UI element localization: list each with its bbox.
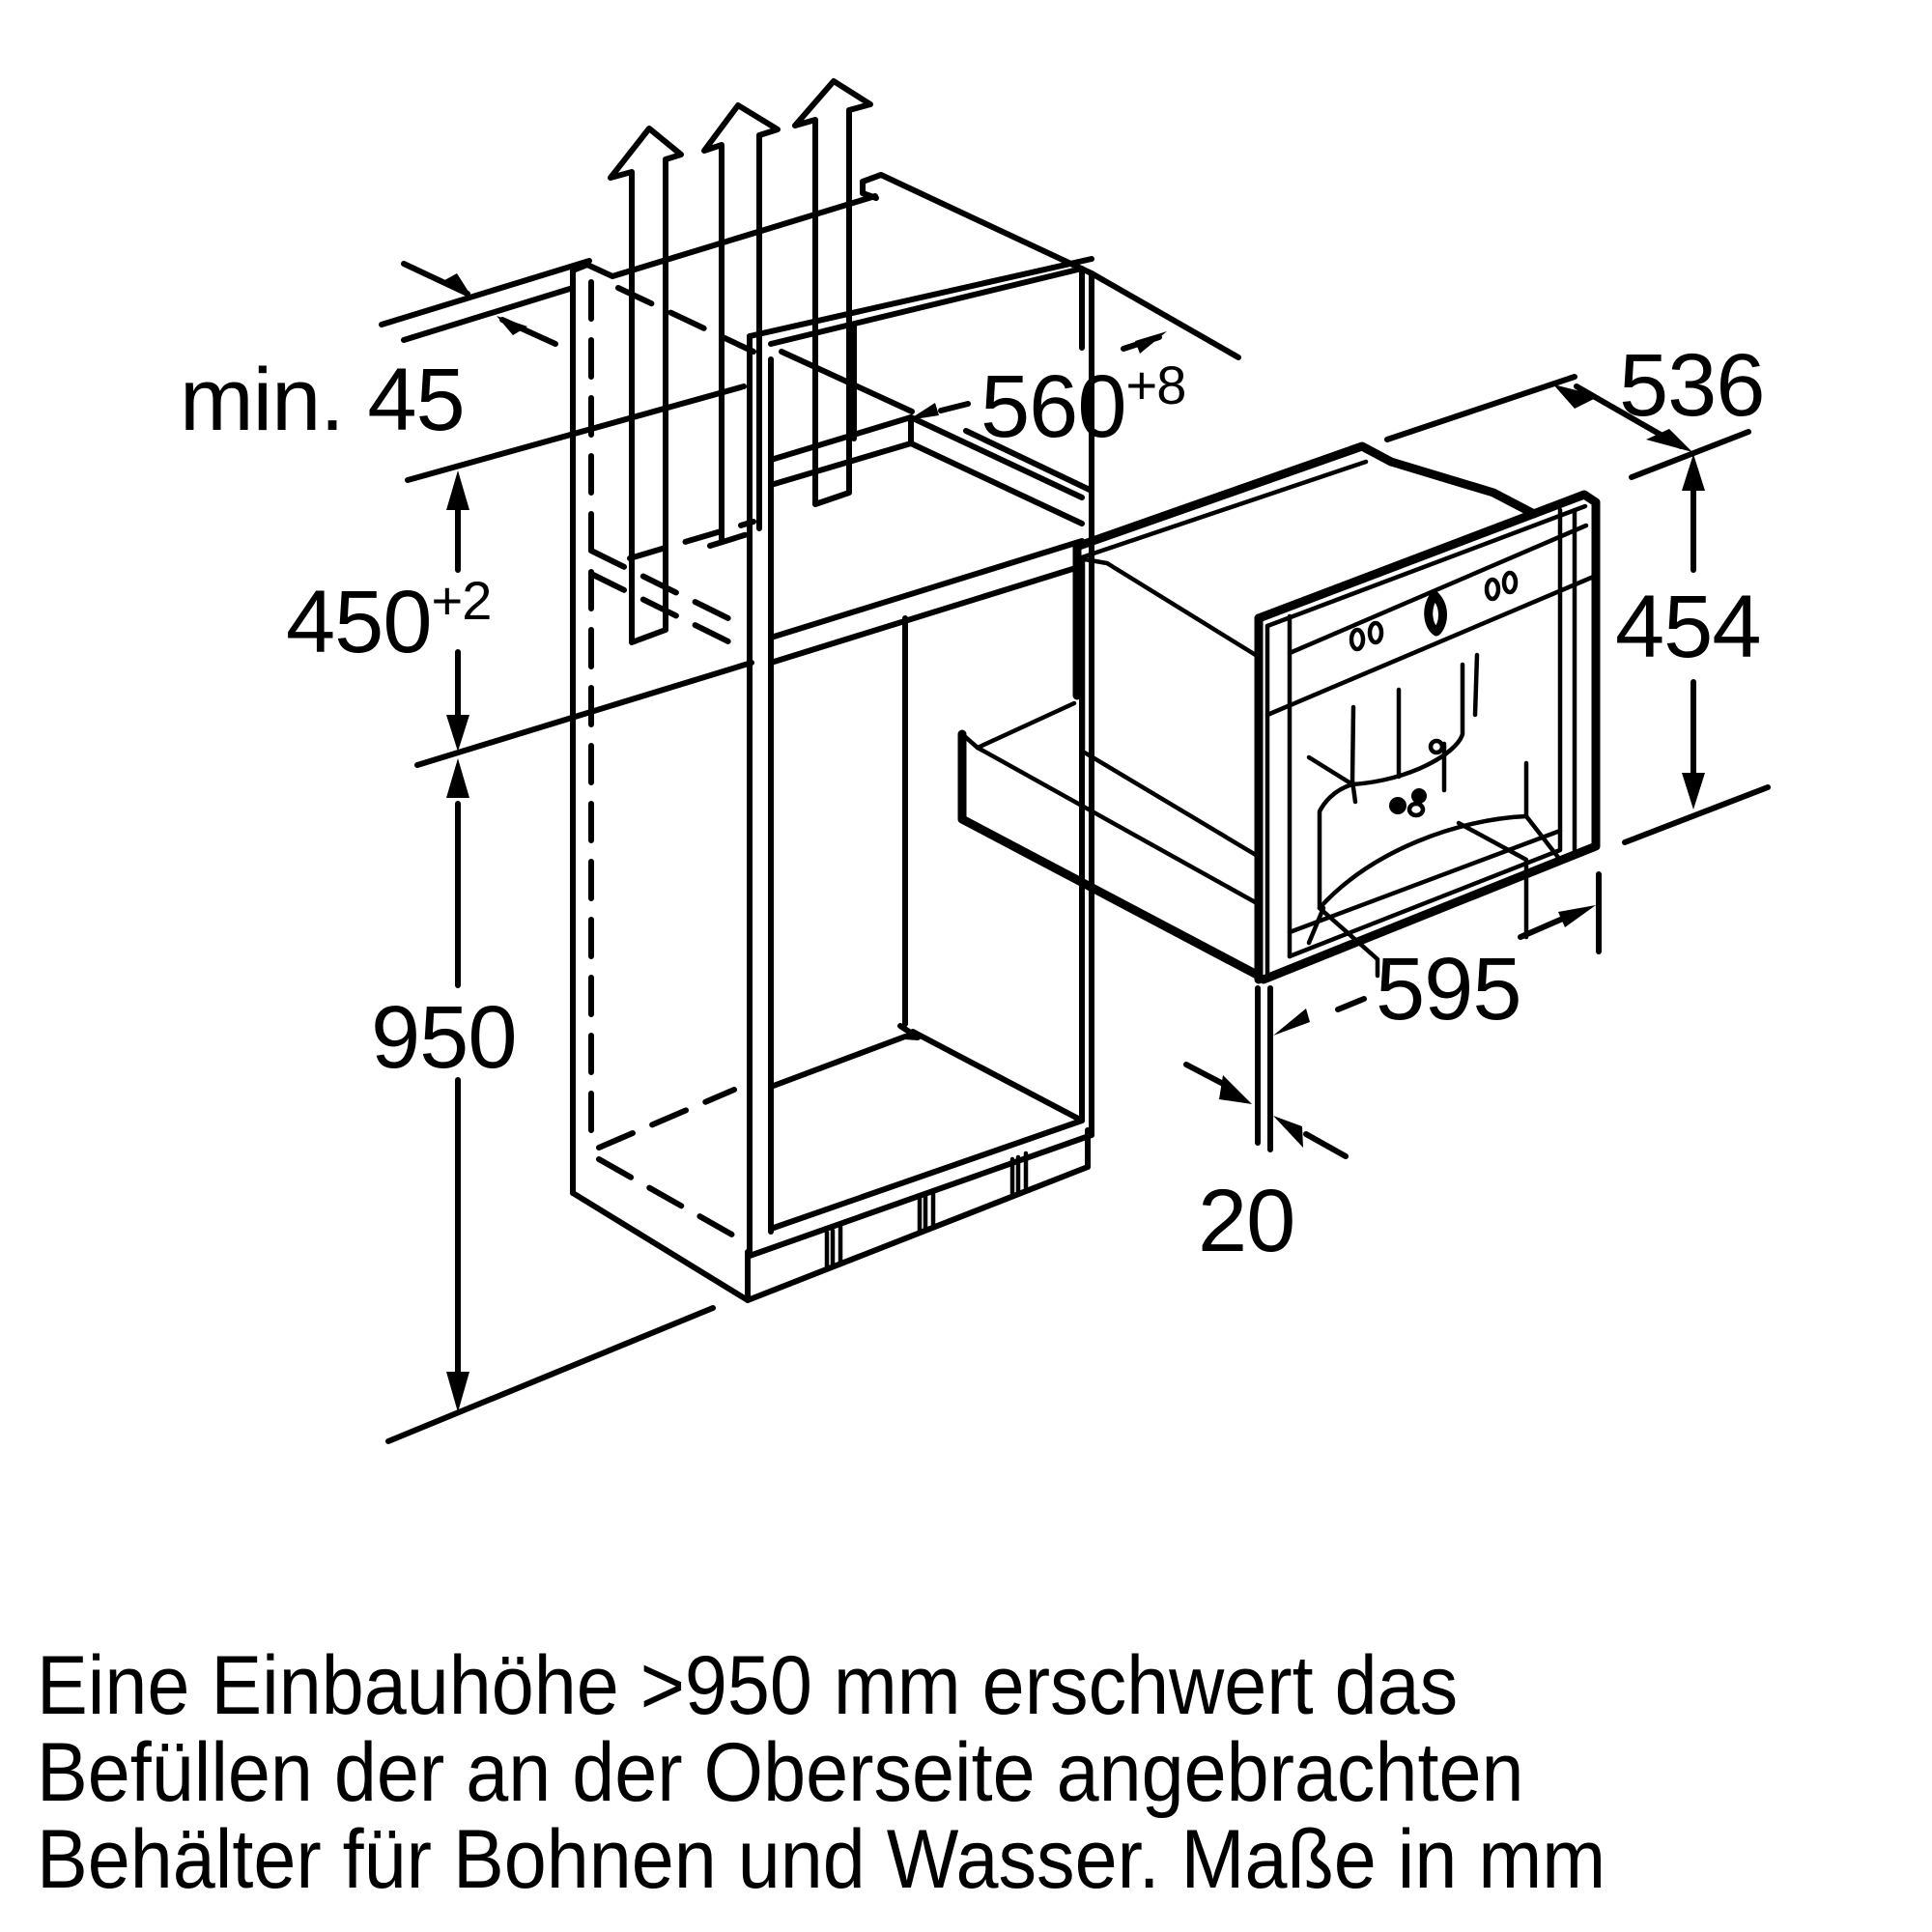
dimension-niche-height: 450+2 xyxy=(286,574,492,668)
installation-note: Eine Einbauhöhe >950 mm erschwert das Be… xyxy=(37,1642,1605,1903)
dimension-front-thickness: 20 xyxy=(1198,1172,1295,1270)
niche-depth-value: 560 xyxy=(980,357,1126,456)
niche-depth-tolerance: +8 xyxy=(1125,355,1187,415)
note-line-3: Behälter für Bohnen und Wasser. Maße in … xyxy=(37,1813,1606,1906)
dimension-appliance-depth: 536 xyxy=(1619,336,1765,435)
dimension-installation-height: 950 xyxy=(371,988,517,1087)
note-line-1: Eine Einbauhöhe >950 mm erschwert das xyxy=(37,1639,1459,1732)
dimension-appliance-height: 454 xyxy=(1615,578,1761,676)
ventilation-arrow-icon xyxy=(608,78,873,645)
niche-height-value: 450 xyxy=(286,573,432,671)
dimension-min-gap: min. 45 xyxy=(180,351,466,449)
dimension-appliance-width: 595 xyxy=(1376,940,1521,1038)
niche-height-tolerance: +2 xyxy=(431,570,493,631)
cabinet-outline xyxy=(570,172,1094,1303)
dimension-niche-depth: 560+8 xyxy=(980,358,1186,452)
coffee-machine-appliance xyxy=(957,441,1601,984)
dimension-arrow-icon xyxy=(379,258,1771,1444)
note-line-2: Befüllen der an der Oberseite angebracht… xyxy=(37,1726,1524,1819)
